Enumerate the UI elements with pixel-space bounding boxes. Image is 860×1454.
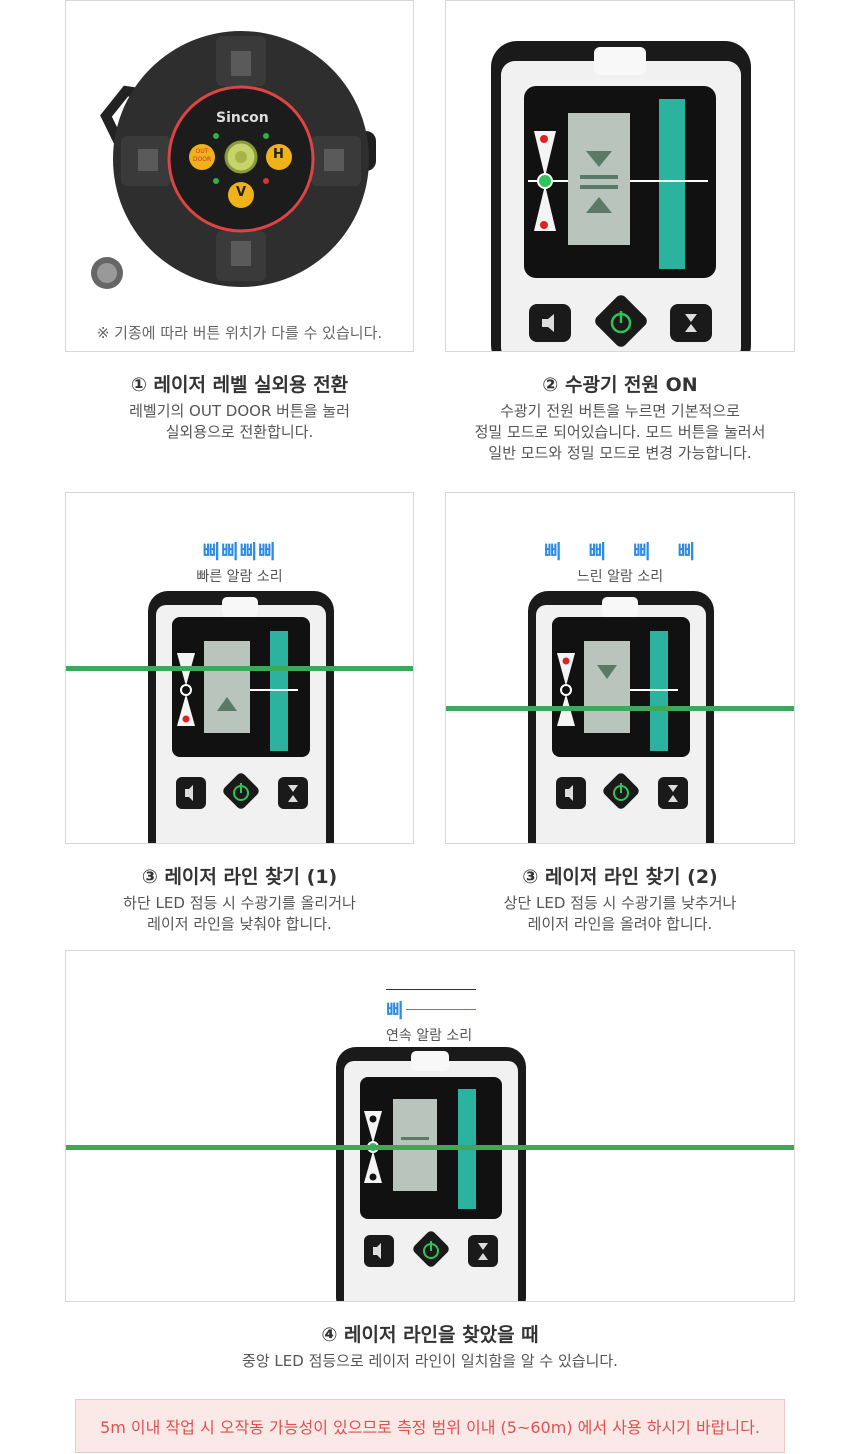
panel-laser-level: Sincon H V OUT DOOR ※ 기종에 따라 버튼 위치가 다를 수… [65, 0, 414, 352]
caption-2-line-2: 정밀 모드로 되어있습니다. 모드 버튼을 눌러서 [474, 423, 766, 441]
laser-level-image [91, 31, 376, 289]
beep-text: 삐 [588, 541, 607, 563]
caption-4-title: ③ 레이저 라인 찾기 (2) [522, 866, 718, 888]
caption-2-line-1: 수광기 전원 버튼을 누르면 기본적으로 [500, 402, 740, 420]
beep-text: 삐 [677, 541, 696, 563]
out-door-button-label: OUT DOOR [192, 148, 212, 163]
caption-5-title: ④ 레이저 라인을 찾았을 때 [321, 1324, 539, 1346]
caption-4-line-1: 상단 LED 점등 시 수광기를 낮추거나 [503, 894, 737, 912]
v-button-label: V [236, 185, 247, 200]
panel-find-laser-1: 삐삐삐삐 빠른 알람 소리 [65, 492, 414, 844]
laser-line [66, 1145, 794, 1150]
caption-5: ④ 레이저 라인을 찾았을 때 중앙 LED 점등으로 레이저 라인이 일치함을… [65, 1320, 795, 1372]
caption-1-line-1: 레벨기의 OUT DOOR 버튼을 눌러 [129, 402, 350, 420]
brand-label: Sincon [216, 110, 269, 126]
caption-2: ② 수광기 전원 ON 수광기 전원 버튼을 누르면 기본적으로 정밀 모드로 … [445, 370, 795, 464]
caption-3: ③ 레이저 라인 찾기 (1) 하단 LED 점등 시 수광기를 올리거나 레이… [65, 862, 414, 935]
caption-3-line-2: 레이저 라인을 낮춰야 합니다. [147, 915, 332, 933]
panel-find-laser-2: 삐 삐 삐 삐 느린 알람 소리 [445, 492, 795, 844]
fast-alarm: 삐삐삐삐 빠른 알람 소리 [66, 537, 413, 586]
caption-1: ① 레이저 레벨 실외용 전환 레벨기의 OUT DOOR 버튼을 눌러 실외용… [65, 370, 414, 443]
caption-3-line-1: 하단 LED 점등 시 수광기를 올리거나 [123, 894, 356, 912]
beep-text: 삐 [544, 541, 563, 563]
caption-2-title: ② 수광기 전원 ON [542, 374, 698, 396]
caption-4: ③ 레이저 라인 찾기 (2) 상단 LED 점등 시 수광기를 낮추거나 레이… [445, 862, 795, 935]
model-note: ※ 기종에 따라 버튼 위치가 다를 수 있습니다. [96, 324, 383, 342]
caption-3-title: ③ 레이저 라인 찾기 (1) [141, 866, 338, 888]
receiver-image [148, 591, 334, 843]
caption-2-line-3: 일반 모드와 정밀 모드로 변경 가능합니다. [488, 444, 752, 462]
continuous-alarm: 삐 연속 알람 소리 [386, 989, 476, 1045]
beep-text: 삐 [633, 541, 652, 563]
caption-1-title: ① 레이저 레벨 실외용 전환 [130, 374, 349, 396]
alarm-label: 빠른 알람 소리 [196, 569, 283, 585]
caption-4-line-2: 레이저 라인을 올려야 합니다. [527, 915, 713, 933]
caption-1-line-2: 실외용으로 전환합니다. [165, 423, 314, 441]
slow-alarm: 삐 삐 삐 삐 느린 알람 소리 [446, 537, 794, 586]
beep-text: 삐삐삐삐 [202, 541, 277, 563]
laser-line [446, 706, 794, 711]
receiver-image [528, 591, 714, 843]
range-warning: 5m 이내 작업 시 오작동 가능성이 있으므로 측정 범위 이내 (5~60m… [75, 1399, 785, 1453]
beep-text: 삐 [386, 1000, 405, 1022]
panel-receiver-power [445, 0, 795, 352]
receiver-image [491, 41, 751, 351]
panel-laser-found: 삐 연속 알람 소리 [65, 950, 795, 1302]
alarm-label: 느린 알람 소리 [576, 569, 664, 585]
h-button-label: H [273, 147, 284, 162]
alarm-label: 연속 알람 소리 [386, 1028, 473, 1044]
laser-line [66, 666, 413, 671]
caption-5-line-1: 중앙 LED 점등으로 레이저 라인이 일치함을 알 수 있습니다. [242, 1352, 618, 1370]
